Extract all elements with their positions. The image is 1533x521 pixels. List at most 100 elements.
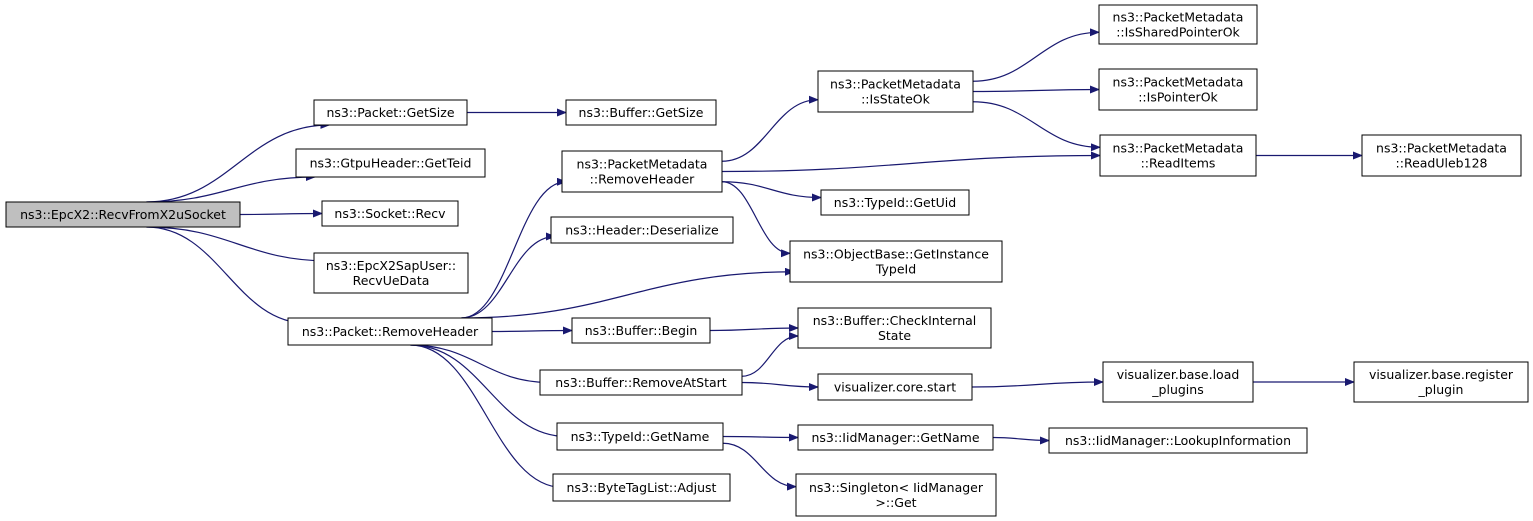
edge-pm_removeheader-to-pm_isstateok [721, 95, 819, 162]
node-box[interactable] [1098, 4, 1258, 45]
node-box[interactable] [287, 317, 493, 346]
node-gtpu-getteid[interactable]: ns3::GtpuHeader::GetTeid [295, 148, 486, 178]
node-pm-isstateok[interactable]: ns3::PacketMetadata::IsStateOk [817, 70, 974, 113]
node-label-line: ns3::TypeId::GetName [571, 429, 710, 444]
node-typeid-getuid[interactable]: ns3::TypeId::GetUid [820, 189, 970, 216]
node-header-deserialize[interactable]: ns3::Header::Deserialize [550, 216, 734, 244]
node-typeid-getname[interactable]: ns3::TypeId::GetName [556, 422, 724, 451]
node-box[interactable] [795, 473, 997, 517]
node-box[interactable] [565, 99, 717, 126]
edge-pm_removeheader-to-typeid_getuid [721, 181, 822, 202]
node-box[interactable] [539, 369, 743, 396]
edge-recv_from_x2u-to-socket_recv [239, 209, 323, 218]
node-label-line: >::Get [875, 495, 916, 510]
node-visualizer-load-plugins[interactable]: visualizer.base.load_plugins [1102, 361, 1254, 403]
node-box[interactable] [1048, 427, 1308, 454]
node-singleton-get[interactable]: ns3::Singleton< IidManager>::Get [795, 473, 997, 517]
edge-path [410, 344, 568, 441]
node-box[interactable] [797, 424, 994, 451]
node-box[interactable] [789, 240, 1003, 283]
edge-pm_isstateok-to-pm_issharedpointerok [972, 28, 1100, 82]
node-bytetaglist-adjust[interactable]: ns3::ByteTagList::Adjust [552, 473, 731, 502]
node-visualizer-core-start[interactable]: visualizer.core.start [817, 373, 973, 401]
node-box[interactable] [1098, 68, 1258, 111]
node-box[interactable] [1353, 361, 1529, 403]
edge-recv_from_x2u-to-packet_getsize [146, 121, 331, 203]
node-label-line: ::IsStateOk [861, 92, 931, 107]
node-pm-issharedpointerok[interactable]: ns3::PacketMetadata::IsSharedPointerOk [1098, 4, 1258, 45]
edge-path [721, 151, 1101, 173]
node-buffer-begin[interactable]: ns3::Buffer::Begin [571, 317, 711, 344]
node-box[interactable] [820, 189, 970, 216]
node-box[interactable] [552, 473, 731, 502]
edge-path [722, 433, 799, 442]
node-buffer-removeatstart[interactable]: ns3::Buffer::RemoveAtStart [539, 369, 743, 396]
node-label-line: _plugin [1418, 382, 1464, 397]
node-box[interactable] [571, 317, 711, 344]
edge-path [709, 324, 799, 333]
edge-packet_removeheader-to-buffer_removeatstart [410, 344, 551, 387]
node-pm-ispointerok[interactable]: ns3::PacketMetadata::IsPointerOk [1098, 68, 1258, 111]
edge-path [971, 378, 1104, 388]
node-label-line: ns3::IidManager::LookupInformation [1065, 433, 1291, 448]
node-label-line: ns3::Buffer::Begin [585, 323, 698, 338]
node-box[interactable] [550, 216, 734, 244]
edge-path [972, 85, 1100, 94]
node-packet-getsize[interactable]: ns3::Packet::GetSize [313, 99, 468, 126]
node-box[interactable] [817, 373, 973, 401]
node-box[interactable] [295, 148, 486, 178]
node-iidmanager-getname[interactable]: ns3::IidManager::GetName [797, 424, 994, 451]
edge-path [410, 344, 551, 387]
edge-packet_removeheader-to-pm_removeheader [461, 177, 567, 319]
node-visualizer-register-plugin[interactable]: visualizer.base.register_plugin [1353, 361, 1529, 403]
node-label-line: ::IsSharedPointerOk [1116, 25, 1240, 40]
edge-path [721, 95, 819, 162]
node-iidmanager-lookupinformation[interactable]: ns3::IidManager::LookupInformation [1048, 427, 1308, 454]
node-pm-readuleb128[interactable]: ns3::PacketMetadata::ReadUleb128 [1361, 134, 1522, 177]
node-label-line: visualizer.base.register [1369, 367, 1514, 382]
edge-packet_removeheader-to-buffer_begin [491, 326, 573, 335]
edge-packet_removeheader-to-header_deserialize [461, 232, 556, 319]
edge-recv_from_x2u-to-sapuser_recvuedata [146, 226, 331, 265]
node-box[interactable] [1099, 134, 1257, 177]
node-label-line: ns3::PacketMetadata [1376, 141, 1507, 156]
node-box[interactable] [817, 70, 974, 113]
node-label-line: ::ReadItems [1141, 156, 1216, 171]
edge-typeid_getname-to-singleton_get [722, 442, 797, 491]
edge-path [146, 226, 331, 265]
node-label-line: ns3::PacketMetadata [830, 77, 961, 92]
node-box[interactable] [561, 150, 723, 193]
edge-packet_removeheader-to-bytetaglist_adjust [410, 344, 564, 492]
node-socket-recv[interactable]: ns3::Socket::Recv [321, 200, 459, 227]
node-sapuser-recvuedata[interactable]: ns3::EpcX2SapUser::RecvUeData [313, 252, 469, 294]
edge-path [992, 436, 1050, 445]
node-box[interactable] [1102, 361, 1254, 403]
node-pm-removeheader[interactable]: ns3::PacketMetadata::RemoveHeader [561, 150, 723, 193]
node-label-line: ns3::Buffer::CheckInternal [813, 313, 977, 328]
edge-typeid_getname-to-iidmanager_getname [722, 433, 799, 442]
node-label-line: ns3::Buffer::RemoveAtStart [555, 375, 727, 390]
edge-path [721, 181, 791, 258]
node-box[interactable] [313, 252, 469, 294]
nodes-layer: ns3::EpcX2::RecvFromX2uSocketns3::Packet… [5, 4, 1529, 517]
node-label-line: visualizer.base.load [1117, 367, 1240, 382]
node-label-line: ns3::IidManager::GetName [811, 430, 979, 445]
node-buffer-getsize[interactable]: ns3::Buffer::GetSize [565, 99, 717, 126]
edge-packet_removeheader-to-typeid_getname [410, 344, 568, 441]
node-box[interactable] [321, 200, 459, 227]
node-box[interactable] [5, 201, 241, 228]
edge-path [146, 226, 309, 328]
node-recv-from-x2u[interactable]: ns3::EpcX2::RecvFromX2uSocket [5, 201, 241, 228]
node-packet-removeheader[interactable]: ns3::Packet::RemoveHeader [287, 317, 493, 346]
edge-packet_removeheader-to-objectbase_getinstancetypeid [461, 267, 795, 319]
node-pm-readitems[interactable]: ns3::PacketMetadata::ReadItems [1099, 134, 1257, 177]
node-box[interactable] [313, 99, 468, 126]
node-box[interactable] [556, 422, 724, 451]
edge-recv_from_x2u-to-gtpu_getteid [146, 173, 316, 203]
node-box[interactable] [1361, 134, 1522, 177]
edge-pm_removeheader-to-pm_readitems [721, 151, 1101, 173]
node-box[interactable] [797, 307, 992, 349]
edge-pm_isstateok-to-pm_readitems [972, 101, 1101, 152]
